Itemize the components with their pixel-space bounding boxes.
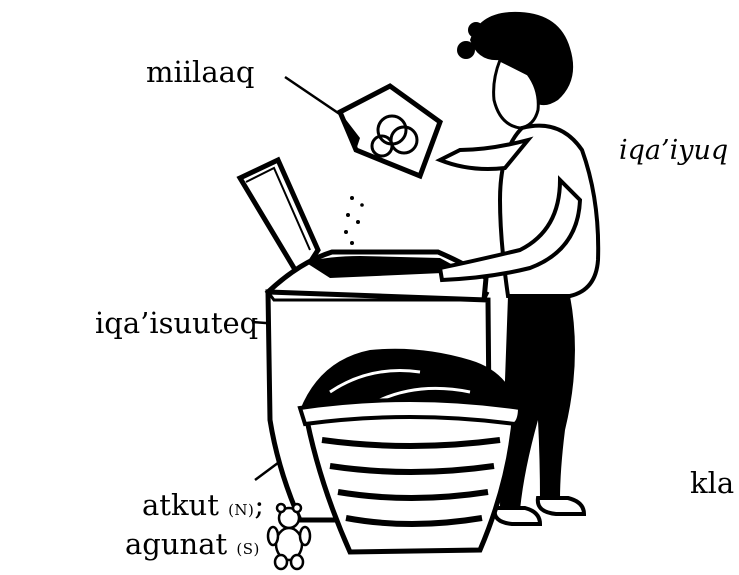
label-washing-machine-text: iqa’isuuteq <box>95 306 258 340</box>
label-soap: miilaaq <box>146 55 254 89</box>
label-cut-off: kla <box>690 466 734 500</box>
label-clothes-north: atkut (N); <box>142 488 264 527</box>
label-clothes-south-text: agunat <box>125 527 227 561</box>
label-clothes-north-text: atkut <box>142 488 219 522</box>
label-washing-machine: iqa’isuuteq <box>95 306 258 340</box>
label-soap-text: miilaaq <box>146 55 254 89</box>
label-clothes-south-tag: (S) <box>236 540 259 558</box>
label-cut-off-text: kla <box>690 466 734 500</box>
label-clothes-north-tag: (N) <box>228 501 254 519</box>
label-washing-verb-text: iqa’iyuq <box>619 135 728 166</box>
soap-box-icon <box>340 86 440 176</box>
label-clothes-south: agunat (S) <box>125 527 260 566</box>
label-clothes-north-sep: ; <box>254 488 264 522</box>
label-washing-verb: iqa’iyuq <box>619 134 728 168</box>
